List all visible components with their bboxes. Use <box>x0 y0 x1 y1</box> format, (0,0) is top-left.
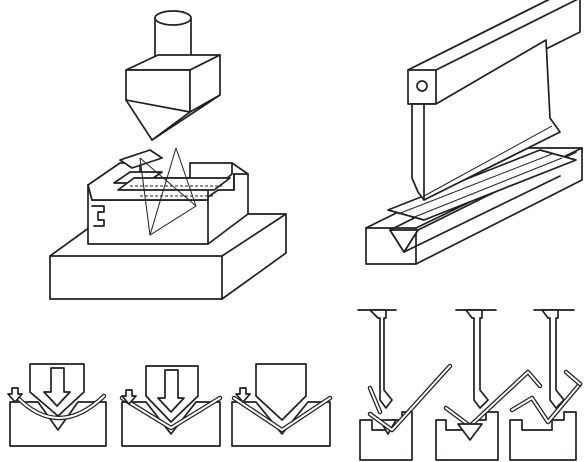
press-brake-sheet <box>388 150 576 220</box>
die-block <box>88 150 248 244</box>
bending-die-isometric <box>50 11 286 299</box>
hem-step-1 <box>358 310 450 460</box>
hem-step-2 <box>436 310 540 460</box>
hem-step-3 <box>510 310 580 460</box>
press-brake-isometric <box>366 0 582 264</box>
punch-projection-lines <box>140 148 196 235</box>
sheet-workpiece <box>118 178 230 196</box>
air-bending-sequence <box>8 364 330 446</box>
air-bending-step-1 <box>8 364 106 446</box>
punch-tool <box>126 11 220 140</box>
press-brake-ram <box>408 0 580 200</box>
hem-forming-sequence <box>358 310 580 460</box>
air-bending-step-2 <box>122 366 220 446</box>
air-bending-step-3 <box>232 364 330 446</box>
